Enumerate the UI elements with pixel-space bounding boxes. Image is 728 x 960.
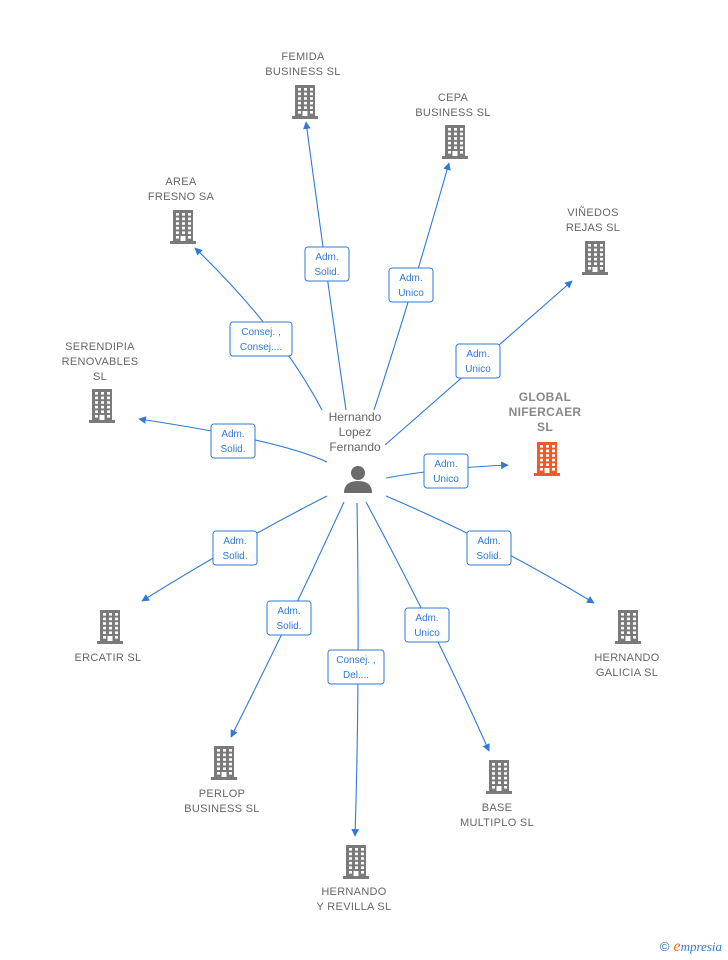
building-icon[interactable] [170,210,196,244]
edge-label-line: Solid. [222,551,247,562]
company-name-line: VIÑEDOS [567,206,619,219]
person-name-line: Lopez [339,425,372,439]
edge-label-line: Consej. , [336,655,375,666]
company-name-line: FEMIDA [281,51,325,63]
edge-label-vinedos[interactable]: Adm. Unico [455,343,501,379]
edge-label-line: Adm. [399,273,422,284]
company-name-line: NIFERCAER [509,405,582,419]
brand-logo-initial: e [673,938,681,955]
edge-label-hgalicia[interactable]: Adm. Solid. [466,530,512,566]
edge-label-line: Unico [465,364,491,375]
edge-label-line: Adm. [415,613,438,624]
edge-label-global[interactable]: Adm. Unico [423,453,469,489]
edge-label-line: Adm. [277,606,300,617]
company-name-line: PERLOP [199,788,245,800]
company-name-line: ERCATIR SL [75,652,142,664]
edge-to-serendipia [138,416,328,463]
company-name-line: BUSINESS SL [415,107,490,119]
building-icon[interactable] [534,442,560,476]
company-name-line: BASE [482,802,513,814]
edge-label-cepa[interactable]: Adm. Unico [388,267,434,303]
footer-brand: ©empresia [660,938,722,956]
company-name-line: Y REVILLA SL [317,901,392,913]
edge-label-line: Adm. [221,429,244,440]
company-node-area[interactable]: AREA FRESNO SA [148,176,215,244]
company-node-cepa[interactable]: CEPA BUSINESS SL [415,92,490,159]
edge-label-line: Adm. [466,349,489,360]
building-icon[interactable] [211,746,237,780]
company-node-ercatir[interactable]: ERCATIR SL [75,610,142,664]
edge-label-line: Solid. [276,621,301,632]
copyright-symbol: © [659,939,670,954]
building-icon[interactable] [582,241,608,275]
edge-label-line: Unico [398,288,424,299]
company-node-hgalicia[interactable]: HERNANDO GALICIA SL [594,610,660,679]
company-name-line: MULTIPLO SL [460,817,534,829]
company-name-line: REJAS SL [566,222,620,234]
edge-label-line: Adm. [223,536,246,547]
edge-label-line: Consej. , [241,327,280,338]
company-node-base[interactable]: BASE MULTIPLO SL [460,760,534,829]
company-node-femida[interactable]: FEMIDA BUSINESS SL [265,51,340,119]
company-name-line: GLOBAL [519,390,571,404]
company-node-hrevilla[interactable]: HERNANDO Y REVILLA SL [317,845,392,913]
company-name-line: AREA [165,176,197,188]
edge-label-line: Solid. [476,551,501,562]
edge-to-femida [303,121,347,411]
edge-label-area[interactable]: Consej. , Consej.... [229,321,293,357]
brand-logo-name: mpresia [680,939,722,954]
person-icon [344,466,372,493]
edge-label-line: Consej.... [240,342,282,353]
building-icon[interactable] [292,85,318,119]
building-icon[interactable] [442,125,468,159]
company-name-line: BUSINESS SL [265,66,340,78]
edge-label-serendipia[interactable]: Adm. Solid. [210,423,256,459]
edge-label-line: Solid. [314,267,339,278]
edge-label-perlop[interactable]: Adm. Solid. [266,600,312,636]
edge-label-hrevilla[interactable]: Consej. , Del.... [327,649,385,685]
company-name-line: SL [537,420,553,434]
edge-label-line: Solid. [220,444,245,455]
edge-label-line: Unico [433,474,459,485]
edge-label-base[interactable]: Adm. Unico [404,607,450,643]
company-name-line: FRESNO SA [148,191,215,203]
company-name-line: HERNANDO [594,652,659,664]
edge-label-line: Unico [414,628,440,639]
company-name-line: BUSINESS SL [184,803,259,815]
person-name-line: Fernando [329,440,381,454]
company-name-line: RENOVABLES [62,356,139,368]
company-node-vinedos[interactable]: VIÑEDOS REJAS SL [566,206,620,275]
company-node-perlop[interactable]: PERLOP BUSINESS SL [184,746,259,815]
building-icon[interactable] [486,760,512,794]
edge-label-line: Adm. [434,459,457,470]
company-name-line: HERNANDO [321,886,386,898]
company-name-line: SL [93,371,107,383]
company-name-line: CEPA [438,92,469,104]
edge-label-line: Del.... [343,670,369,681]
company-node-serendipia[interactable]: SERENDIPIA RENOVABLES SL [62,341,139,423]
building-icon[interactable] [343,845,369,879]
edge-label-line: Adm. [477,536,500,547]
edge-label-femida[interactable]: Adm. Solid. [304,246,350,282]
building-icon[interactable] [97,610,123,644]
person-name-line: Hernando [329,410,382,424]
edge-label-ercatir[interactable]: Adm. Solid. [212,530,258,566]
building-icon[interactable] [89,389,115,423]
building-icon[interactable] [615,610,641,644]
company-name-line: GALICIA SL [596,667,658,679]
company-name-line: SERENDIPIA [65,341,135,353]
edge-label-line: Adm. [315,252,338,263]
